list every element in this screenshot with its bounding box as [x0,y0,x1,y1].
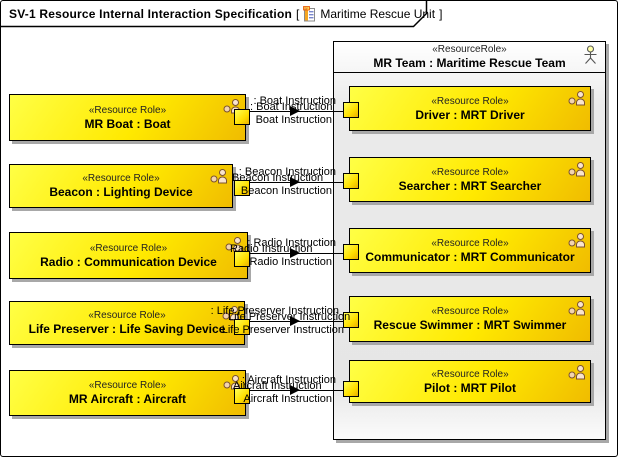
node-mr-boat[interactable]: «Resource Role» MR Boat : Boat [9,94,246,141]
arrowhead-icon [290,385,300,395]
connector-end-label[interactable]: : Radio Instruction [247,237,336,249]
arrowhead-icon [290,316,300,326]
mr-team-stereotype: «ResourceRole» [432,44,507,55]
node-communicator[interactable]: «Resource Role» Communicator : MRT Commu… [349,228,591,273]
port-beacon[interactable] [234,180,250,196]
diagram-title: SV-1 Resource Internal Interaction Speci… [9,6,442,22]
node-name: MR Aircraft : Aircraft [68,392,187,406]
connector-end-label[interactable]: Radio Instruction [249,256,332,268]
port-radio[interactable] [234,251,250,267]
arrowhead-icon [290,106,300,116]
connector-end-label[interactable]: : Aircraft Instruction [241,374,336,386]
connector-end-label[interactable]: : Life Preserver Instruction [210,305,339,317]
node-mr-aircraft[interactable]: «Resource Role» MR Aircraft : Aircraft [9,370,246,416]
arrowhead-icon [290,248,300,258]
connector-end-label[interactable]: : Boat Instruction [253,95,336,107]
bracket-open: [ [296,7,300,21]
node-stereotype: «Resource Role» [88,380,167,391]
resource-role-person-icon [224,235,244,257]
port-searcher[interactable] [343,173,359,189]
connector-end-label[interactable]: Boat Instruction [255,114,332,126]
node-name: Life Preserver : Life Saving Device [28,322,226,336]
node-rescue-swimmer[interactable]: «Resource Role» Rescue Swimmer : MRT Swi… [349,296,591,342]
node-searcher[interactable]: «Resource Role» Searcher : MRT Searcher [349,157,591,202]
node-stereotype: «Resource Role» [431,306,509,317]
connector-name-label[interactable]: Life Preserver Instruction [228,311,351,323]
resource-role-person-icon [221,304,241,326]
port-driver[interactable] [343,102,359,118]
node-name: Beacon : Lighting Device [49,185,193,199]
node-stereotype: «Resource Role» [431,95,509,107]
node-name: Rescue Swimmer : MRT Swimmer [373,318,567,332]
connector-end-label[interactable]: Aircraft Instruction [243,393,332,405]
arrowhead-icon [290,177,300,187]
bracket-close: ] [439,7,443,21]
node-name: Driver : MRT Driver [415,107,525,122]
port-pilot[interactable] [343,381,359,397]
port-life-preserver[interactable] [234,319,250,335]
node-beacon[interactable]: «Resource Role» Beacon : Lighting Device [9,164,233,208]
mr-team-name: MR Team : Maritime Rescue Team [373,56,566,70]
node-name: Communicator : MRT Communicator [365,249,575,264]
connector-end-label[interactable]: : Beacon Instruction [238,166,336,178]
resource-role-person-icon [567,160,587,182]
node-stereotype: «Resource Role» [82,173,160,184]
node-driver[interactable]: «Resource Role» Driver : MRT Driver [349,86,591,131]
actor-icon [583,45,598,70]
port-rescue-swimmer[interactable] [343,312,359,328]
node-name: Radio : Communication Device [40,254,217,269]
node-stereotype: «Resource Role» [431,237,509,249]
node-name: Searcher : MRT Searcher [398,178,542,193]
connector-end-label[interactable]: Beacon Instruction [240,185,332,197]
node-name: MR Boat : Boat [84,116,171,131]
resource-role-person-icon [567,299,587,321]
mr-team-header: «ResourceRole» MR Team : Maritime Rescue… [334,42,605,73]
connector-end-label[interactable]: Life Preserver Instruction [221,324,344,336]
node-pilot[interactable]: «Resource Role» Pilot : MRT Pilot [349,360,591,403]
port-mr-boat[interactable] [234,109,250,125]
port-communicator[interactable] [343,244,359,260]
node-stereotype: «Resource Role» [89,242,168,254]
node-life-preserver[interactable]: «Resource Role» Life Preserver : Life Sa… [9,301,245,345]
svg-text:sv: sv [305,6,309,10]
node-stereotype: «Resource Role» [88,104,167,116]
sv-diagram-icon: sv [303,6,316,22]
node-name: Pilot : MRT Pilot [424,380,516,395]
resource-role-person-icon [567,89,587,111]
resource-role-person-icon [222,373,242,395]
node-stereotype: «Resource Role» [88,310,166,321]
resource-role-person-icon [567,363,587,385]
resource-role-person-icon [209,167,229,189]
diagram-title-name: SV-1 Resource Internal Interaction Speci… [9,7,293,21]
port-mr-aircraft[interactable] [234,388,250,404]
diagram-context-name: Maritime Rescue Unit [320,7,436,21]
node-radio[interactable]: «Resource Role» Radio : Communication De… [9,232,248,279]
resource-role-person-icon [567,231,587,253]
connector-name-label[interactable]: Beacon Instruction [232,172,324,184]
node-stereotype: «Resource Role» [431,368,509,380]
node-stereotype: «Resource Role» [431,166,509,178]
